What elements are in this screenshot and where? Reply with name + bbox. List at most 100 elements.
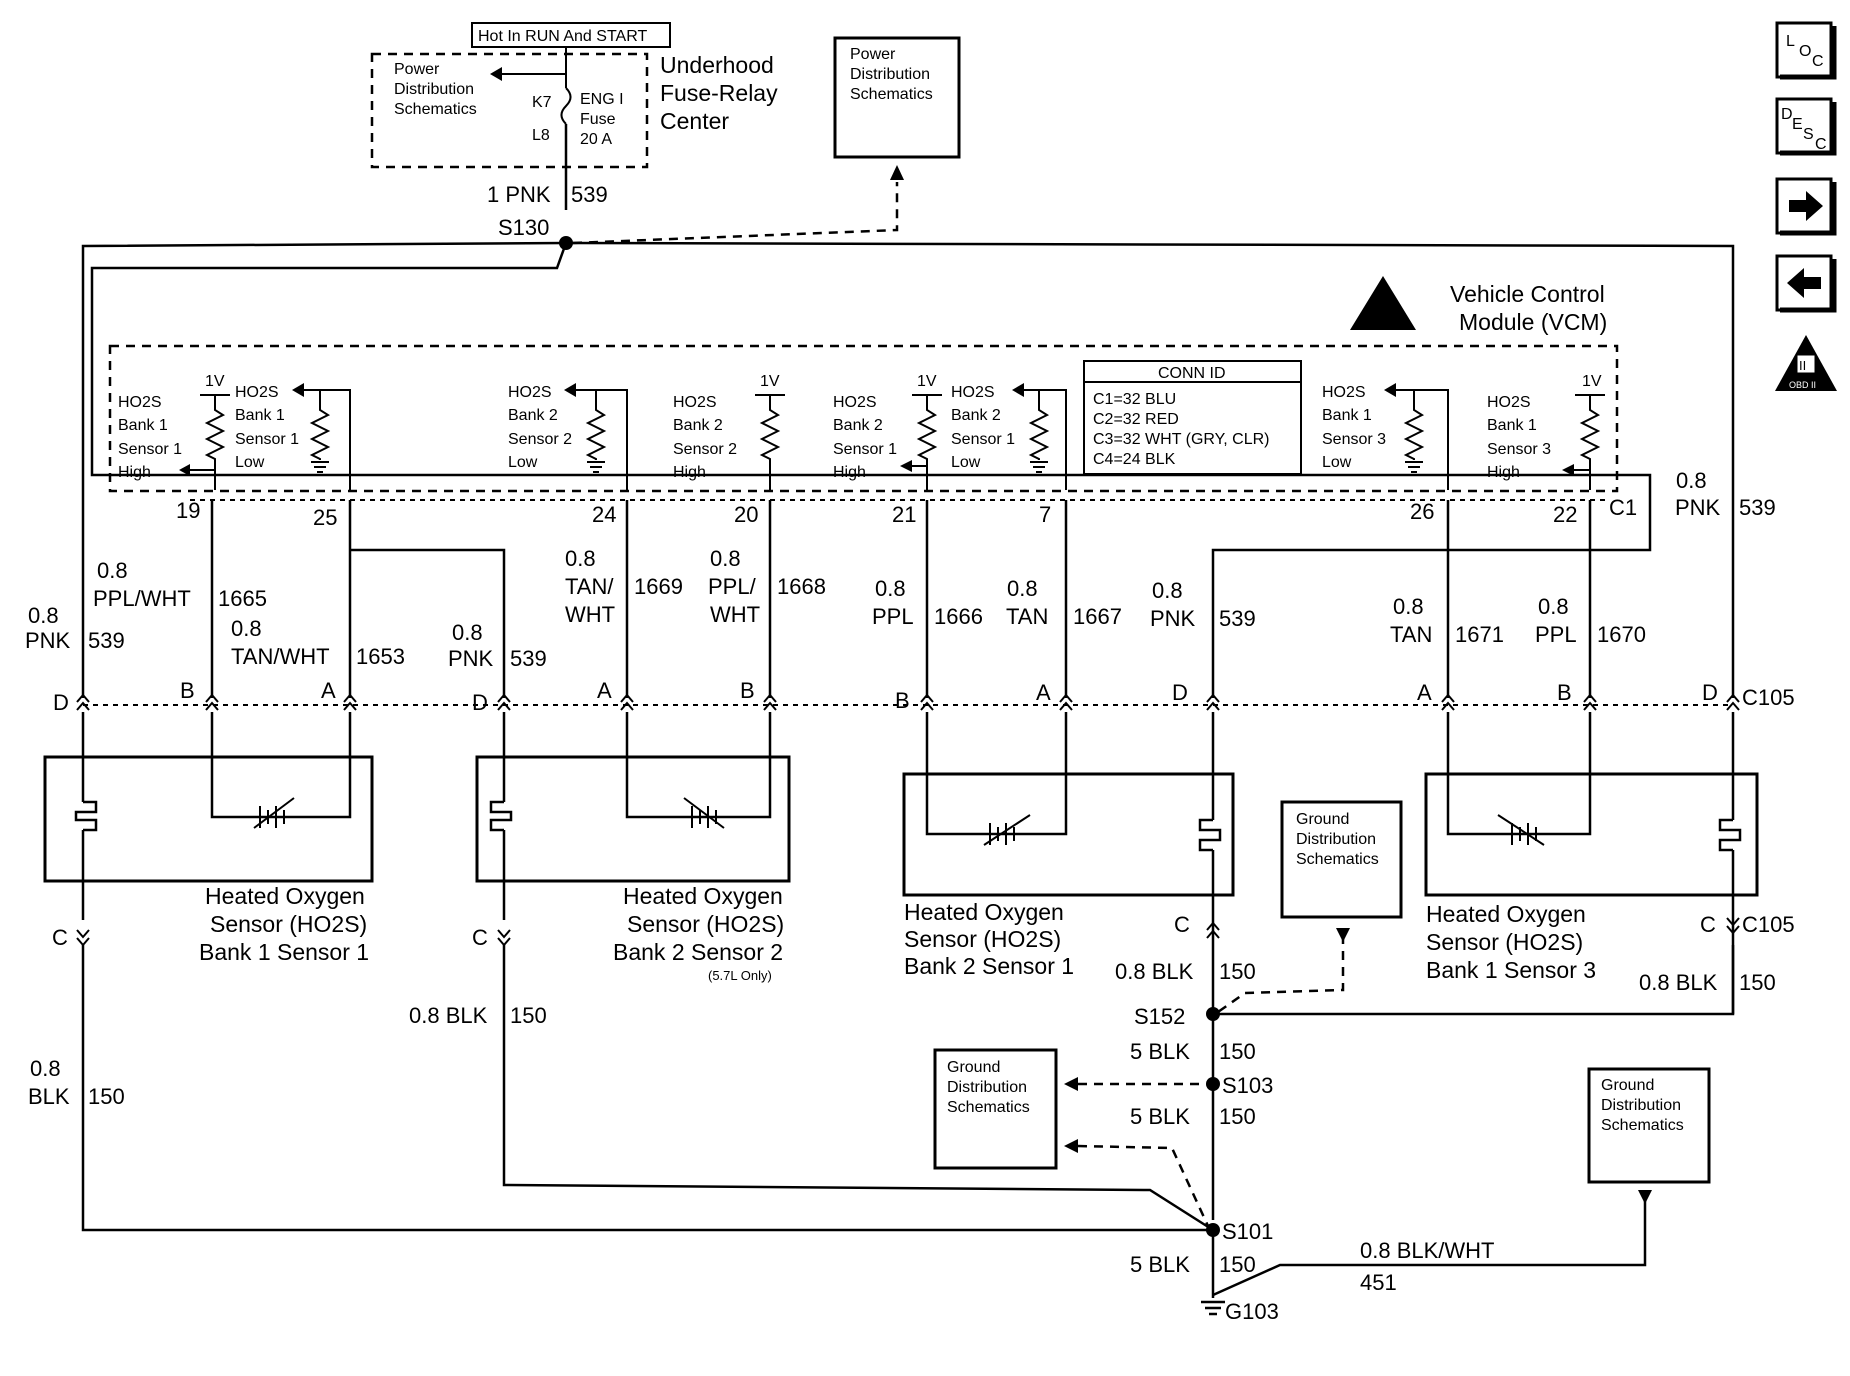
fuse-name-2: Fuse — [580, 111, 616, 128]
pin-a: A — [1036, 680, 1051, 705]
ground-arrow-2 — [1064, 1077, 1078, 1091]
block-20-line-3: Sensor 2 — [673, 441, 737, 458]
vcm-connector-c1: C1 — [1609, 495, 1637, 520]
location-button[interactable]: L O C — [1775, 21, 1837, 80]
description-button[interactable]: D E S C — [1775, 97, 1837, 156]
ground-distribution-box[interactable] — [1280, 800, 1403, 919]
pullup-resistor-20 — [759, 395, 781, 490]
previous-page-button[interactable] — [1775, 254, 1837, 313]
block-22-line-3: Sensor 3 — [1487, 441, 1551, 458]
block-25-line-4: Low — [235, 454, 265, 471]
location-button-frame[interactable] — [1775, 21, 1833, 79]
ground-distribution-link-1[interactable]: Ground Distribution Schematics — [1280, 800, 1403, 919]
block-19-line-1: HO2S — [118, 394, 162, 411]
wire-label-gauge: 0.8 — [1152, 578, 1183, 603]
block-20-line-1: HO2S — [673, 394, 717, 411]
block-25-line-2: Bank 1 — [235, 407, 285, 424]
wire-label-color: PNK — [1675, 495, 1721, 520]
pin-b: B — [1557, 680, 1572, 705]
sensor-box — [902, 772, 1235, 897]
desc-letter-d: D — [1781, 106, 1793, 123]
pulldown-resistor-24 — [585, 390, 607, 460]
ground-icon-24 — [587, 461, 605, 473]
wire-label-gauge: 0.8 — [97, 558, 128, 583]
pin-7: 7 — [1039, 502, 1051, 527]
ground-distribution-box[interactable] — [1587, 1067, 1711, 1184]
wire-labels: 0.8 PNK 539 0.8 PPL/WHT 1665 0.8 TAN/WHT… — [25, 468, 1776, 671]
block-19-line-3: Sensor 1 — [118, 441, 182, 458]
vcm-circuit-22: 1V HO2S Bank 1 Sensor 3 High — [1487, 373, 1605, 490]
block-19-line-4: High — [118, 464, 151, 481]
pnk-power-bus — [81, 241, 1735, 698]
wire-label-color: PNK — [448, 646, 494, 671]
wire-label-gauge: 0.8 — [1007, 576, 1038, 601]
wire-label-number: 539 — [1739, 495, 1776, 520]
main-wire-color: 1 PNK — [487, 182, 551, 207]
ground-wire-number: 150 — [1219, 1252, 1256, 1277]
wire-label-number: 1669 — [634, 574, 683, 599]
esd-warning-icon — [1350, 276, 1416, 330]
sensor-name-1: Heated Oxygen — [205, 883, 365, 909]
ground-reference-3 — [1077, 1144, 1210, 1227]
splice-s130: S130 — [498, 215, 549, 240]
splice-s101-dot — [1206, 1223, 1220, 1237]
vcm-circuit-26: HO2S Bank 1 Sensor 3 Low — [1322, 383, 1449, 490]
wire-label-number: 1667 — [1073, 604, 1122, 629]
wire-label-color: PPL/ — [708, 574, 757, 599]
ground-wire-number: 150 — [1219, 959, 1256, 984]
block-21-line-1: HO2S — [833, 394, 877, 411]
wire-label-gauge: 0.8 — [1676, 468, 1707, 493]
block-19-line-2: Bank 1 — [118, 417, 168, 434]
power-distribution-box[interactable] — [833, 36, 961, 159]
splice-s103-dot — [1206, 1077, 1220, 1091]
heater-element-icon — [1198, 818, 1222, 852]
vcm-circuit-24: HO2S Bank 2 Sensor 2 Low — [508, 383, 628, 490]
wire-label-number: 1671 — [1455, 622, 1504, 647]
sensor-bank1-sensor3: Heated Oxygen Sensor (HO2S) Bank 1 Senso… — [1424, 712, 1759, 1014]
ground-labels: 0.8 BLK 150 0.8 BLK 150 0.8 BLK 150 0.8 … — [28, 959, 1776, 1324]
ground-distribution-link-3[interactable]: Ground Distribution Schematics — [1587, 1067, 1711, 1184]
pin-19: 19 — [176, 498, 200, 523]
sensor-name-3: Bank 2 Sensor 2 — [613, 939, 783, 965]
wire-label-color: PNK — [25, 628, 71, 653]
hot-in-run-start-label: Hot In RUN And START — [478, 28, 647, 45]
sensor-box — [475, 755, 791, 883]
ground-wire-label: 0.8 BLK — [1639, 970, 1718, 995]
fuse-relay-center: Hot In RUN And START Power Distribution … — [370, 22, 778, 210]
fuse-name-3: 20 A — [580, 131, 612, 148]
wire-label-gauge: 0.8 — [1393, 594, 1424, 619]
ground-reference-1 — [1217, 935, 1345, 1014]
pin-b: B — [740, 678, 755, 703]
conn-id-title: CONN ID — [1158, 365, 1226, 382]
wire-label-color: TAN — [1006, 604, 1048, 629]
signal-wires — [210, 500, 1592, 698]
hot-in-run-start-box — [471, 22, 671, 48]
ground-distribution-box[interactable] — [933, 1048, 1058, 1170]
obd-ii-button[interactable]: II OBD II — [1775, 335, 1837, 391]
ground-wire-label: 5 BLK — [1130, 1104, 1190, 1129]
obd-roman-numeral: II — [1799, 358, 1806, 373]
desc-letter-s: S — [1803, 126, 1814, 143]
v1-label-21: 1V — [917, 373, 937, 390]
heater-element-icon — [74, 800, 98, 832]
ground-arrow-1 — [1336, 928, 1350, 942]
block-21-line-4: High — [833, 464, 866, 481]
pin-22: 22 — [1553, 502, 1577, 527]
sensor-name-2: Sensor (HO2S) — [210, 911, 367, 937]
heater-element-icon — [489, 800, 513, 832]
ground-wire-label: 0.8 BLK/WHT — [1360, 1238, 1494, 1263]
power-distribution-reference — [572, 182, 899, 245]
ground-box-text-1: Ground — [947, 1059, 1000, 1076]
ground-distribution-link-2[interactable]: Ground Distribution Schematics — [933, 1048, 1058, 1170]
wire-label-gauge: 0.8 — [452, 620, 483, 645]
wire-label-gauge: 0.8 — [28, 603, 59, 628]
block-24-line-4: Low — [508, 454, 538, 471]
pulldown-resistor-25 — [309, 390, 331, 460]
pin-b: B — [895, 688, 910, 713]
wire-label-number: 1666 — [934, 604, 983, 629]
next-page-button[interactable] — [1775, 177, 1837, 236]
power-distribution-link[interactable]: Power Distribution Schematics — [833, 36, 961, 159]
ground-box-text-3: Schematics — [947, 1099, 1030, 1116]
ground-icon-26 — [1405, 461, 1423, 473]
